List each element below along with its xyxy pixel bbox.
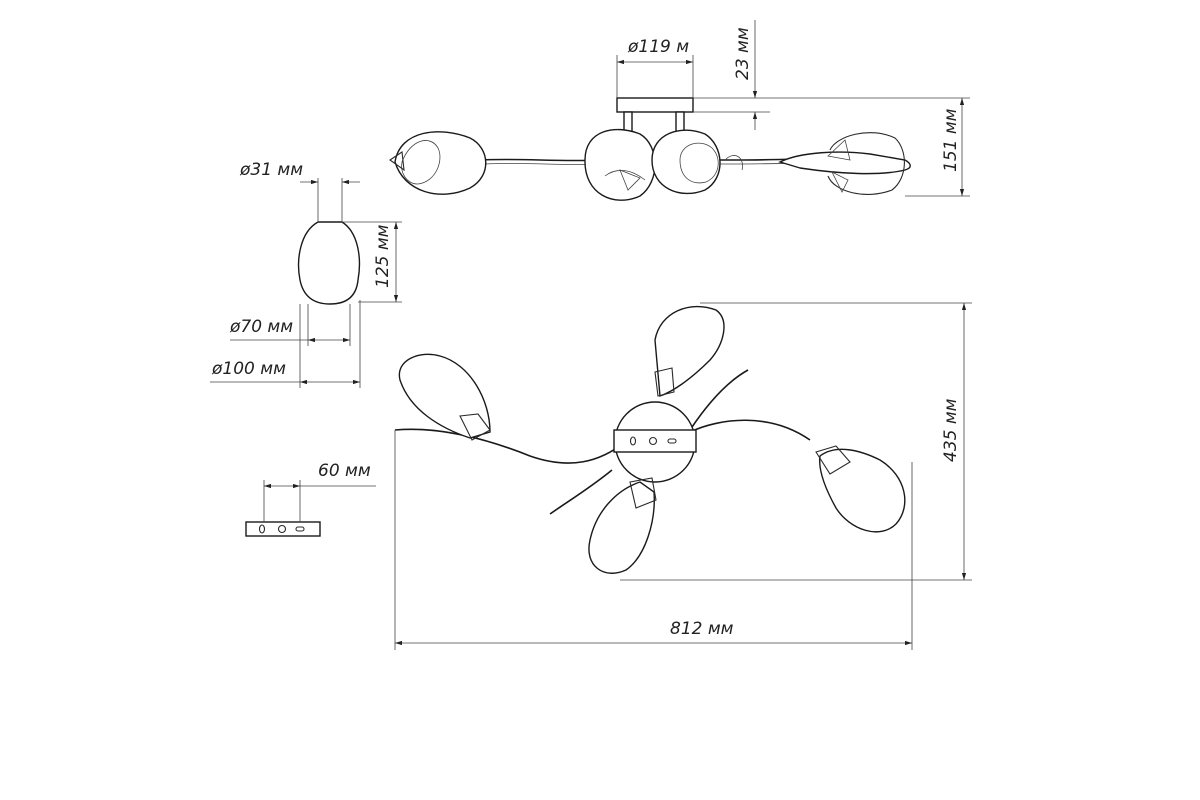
- label-plan-depth: 435 мм: [941, 398, 961, 462]
- bracket-hole-3: [295, 526, 305, 532]
- dim-plan-width: 812 мм: [394, 430, 913, 650]
- shade-detail-body: [297, 221, 361, 305]
- dim-canopy-diameter: ø119 м: [616, 37, 694, 98]
- plan-arm-right: [689, 419, 811, 441]
- label-canopy-height: 23 мм: [733, 27, 753, 80]
- label-bracket-depth: 60 мм: [318, 461, 371, 481]
- plan-shade-top: [654, 305, 725, 397]
- plan-arm-bottom: [549, 469, 613, 515]
- side-view: ø119 м 23 мм 151 мм: [389, 20, 970, 201]
- plan-hub-plate: [613, 429, 697, 453]
- plan-arm-top: [689, 369, 749, 431]
- plan-shade-right: [815, 445, 906, 533]
- plan-shade-left: [398, 353, 491, 441]
- side-shade-center-left: [584, 128, 656, 201]
- bracket-hole-2: [277, 524, 287, 534]
- bracket-hole-1: [258, 524, 266, 534]
- side-shade-center-right: [651, 129, 743, 195]
- bracket-plate: [245, 521, 321, 537]
- side-shade-right: [778, 132, 911, 195]
- side-shade-left: [389, 131, 487, 195]
- label-shade-max-diameter: ø100 мм: [211, 359, 286, 379]
- plan-arm-left: [394, 428, 626, 464]
- plan-shade-bottom: [588, 477, 657, 574]
- bracket-detail: 60 мм: [245, 461, 376, 537]
- dim-canopy-height: 23 мм: [693, 20, 770, 130]
- label-shade-top-diameter: ø31 мм: [239, 160, 303, 180]
- dim-total-height: 151 мм: [770, 97, 970, 197]
- plan-view: 435 мм 812 мм: [394, 302, 972, 650]
- label-canopy-diameter: ø119 м: [627, 37, 689, 57]
- label-plan-width: 812 мм: [670, 619, 734, 639]
- label-shade-height: 125 мм: [373, 224, 393, 288]
- label-shade-mid-diameter: ø70 мм: [229, 317, 293, 337]
- canopy-plate: [616, 97, 694, 113]
- shade-detail: ø31 мм 125 мм ø70 мм ø100 мм: [210, 160, 402, 388]
- label-total-height: 151 мм: [941, 108, 961, 172]
- dim-plan-depth: 435 мм: [620, 302, 972, 581]
